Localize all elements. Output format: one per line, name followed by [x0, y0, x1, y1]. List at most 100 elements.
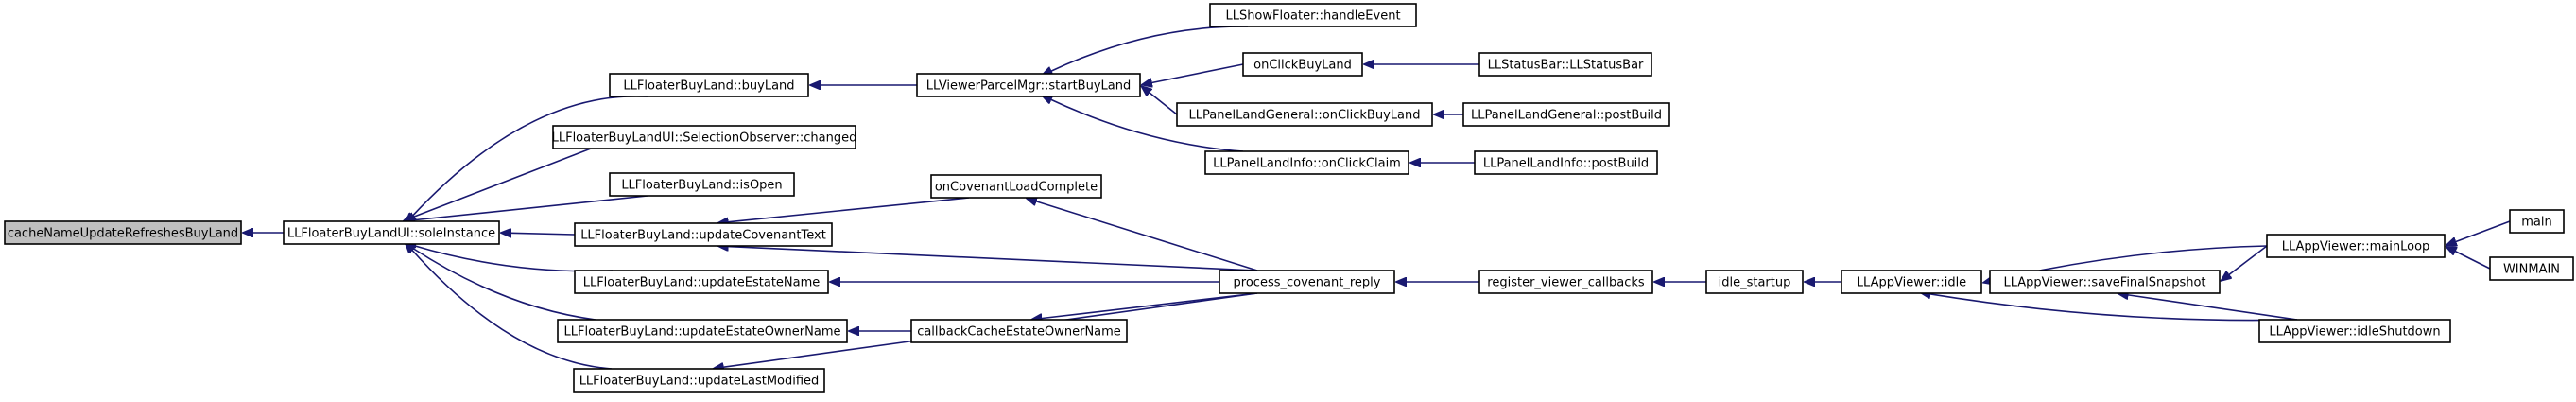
edge-selChanged-to-soleInstance — [413, 148, 592, 218]
node-idleStartup-box — [1705, 270, 1804, 294]
node-plgPostBuild-box — [1462, 102, 1670, 127]
node-showFloater[interactable]: LLShowFloater::handleEvent — [1209, 3, 1417, 27]
node-onCovLoad-box — [930, 174, 1102, 199]
node-idleShutdown-label: LLAppViewer::idleShutdown — [2269, 325, 2440, 340]
node-regCallbacks-label: register_viewer_callbacks — [1487, 276, 1645, 290]
node-main-label: main — [2521, 216, 2551, 230]
node-startBuyLand[interactable]: LLViewerParcelMgr::startBuyLand — [916, 73, 1141, 97]
node-soleInstance-label: LLFloaterBuyLandUI::soleInstance — [287, 227, 495, 241]
node-onClickBuyLand[interactable]: onClickBuyLand — [1242, 52, 1363, 77]
node-procCov[interactable]: process_covenant_reply — [1219, 270, 1395, 294]
node-idleShutdown-box — [2258, 319, 2451, 343]
node-plgOnClick-label: LLPanelLandGeneral::onClickBuyLand — [1189, 109, 1421, 123]
node-plgPostBuild-label: LLPanelLandGeneral::postBuild — [1471, 109, 1662, 123]
node-saveSnap[interactable]: LLAppViewer::saveFinalSnapshot — [1989, 270, 2221, 294]
node-mainLoop-box — [2266, 234, 2446, 258]
edge-plgOnClick-to-startBuyLand — [1149, 92, 1178, 115]
edges-layer — [252, 26, 2511, 370]
node-updEstateName[interactable]: LLFloaterBuyLand::updateEstateName — [574, 270, 829, 294]
node-plgOnClick-box — [1176, 102, 1433, 127]
node-regCallbacks-box — [1478, 270, 1653, 294]
node-statusBar-label: LLStatusBar::LLStatusBar — [1488, 59, 1644, 73]
node-winmain-box — [2489, 256, 2574, 281]
node-procCov-label: process_covenant_reply — [1234, 276, 1381, 290]
node-startBuyLand-label: LLViewerParcelMgr::startBuyLand — [926, 79, 1131, 94]
edge-updLastMod-to-soleInstance — [412, 250, 613, 370]
edge-updCovText-to-soleInstance — [510, 233, 576, 235]
node-root[interactable]: cacheNameUpdateRefreshesBuyLand — [4, 220, 242, 245]
node-idleStartup-label: idle_startup — [1719, 276, 1791, 290]
node-plgOnClick[interactable]: LLPanelLandGeneral::onClickBuyLand — [1176, 102, 1433, 127]
node-isOpen-box — [609, 172, 795, 197]
node-onCovLoad[interactable]: onCovenantLoadComplete — [930, 174, 1102, 199]
node-selChanged-label: LLFloaterBuyLandUI::SelectionObserver::c… — [552, 131, 857, 146]
node-showFloater-label: LLShowFloater::handleEvent — [1225, 9, 1400, 24]
node-appIdle-box — [1841, 270, 1982, 294]
node-soleInstance-box — [283, 220, 500, 245]
node-pliOnClick-label: LLPanelLandInfo::onClickClaim — [1213, 157, 1401, 171]
node-updEstateName-label: LLFloaterBuyLand::updateEstateName — [583, 276, 821, 290]
node-cbCacheOwner-box — [910, 319, 1128, 343]
node-pliPostBuild-box — [1474, 150, 1658, 175]
edge-onClickBuyLand-to-startBuyLand — [1151, 63, 1244, 83]
node-cbCacheOwner-label: callbackCacheEstateOwnerName — [917, 325, 1121, 340]
node-buyLand-box — [609, 73, 809, 97]
node-pliPostBuild[interactable]: LLPanelLandInfo::postBuild — [1474, 150, 1658, 175]
edge-winmain-to-mainLoop — [2455, 251, 2491, 270]
node-isOpen-label: LLFloaterBuyLand::isOpen — [621, 179, 782, 193]
edge-updEstateOwner-to-soleInstance — [413, 248, 596, 321]
node-updCovText-label: LLFloaterBuyLand::updateCovenantText — [580, 229, 826, 243]
node-mainLoop-label: LLAppViewer::mainLoop — [2282, 240, 2430, 254]
node-updLastMod-box — [573, 368, 825, 393]
node-selChanged[interactable]: LLFloaterBuyLandUI::SelectionObserver::c… — [552, 125, 857, 149]
node-showFloater-box — [1209, 3, 1417, 27]
node-updEstateOwner-label: LLFloaterBuyLand::updateEstateOwnerName — [564, 325, 841, 340]
node-appIdle-label: LLAppViewer::idle — [1857, 276, 1966, 290]
node-buyLand-label: LLFloaterBuyLand::buyLand — [623, 79, 794, 94]
node-regCallbacks[interactable]: register_viewer_callbacks — [1478, 270, 1653, 294]
node-pliPostBuild-label: LLPanelLandInfo::postBuild — [1483, 157, 1649, 171]
node-updCovText[interactable]: LLFloaterBuyLand::updateCovenantText — [574, 222, 833, 247]
node-main-box — [2509, 209, 2565, 234]
node-buyLand[interactable]: LLFloaterBuyLand::buyLand — [609, 73, 809, 97]
node-onClickBuyLand-box — [1242, 52, 1363, 77]
node-saveSnap-box — [1989, 270, 2221, 294]
node-updLastMod[interactable]: LLFloaterBuyLand::updateLastModified — [573, 368, 825, 393]
node-pliOnClick[interactable]: LLPanelLandInfo::onClickClaim — [1204, 150, 1409, 175]
node-updEstateOwner[interactable]: LLFloaterBuyLand::updateEstateOwnerName — [557, 319, 848, 343]
node-winmain[interactable]: WINMAIN — [2489, 256, 2574, 281]
node-saveSnap-label: LLAppViewer::saveFinalSnapshot — [2003, 276, 2205, 290]
node-startBuyLand-box — [916, 73, 1141, 97]
node-winmain-label: WINMAIN — [2503, 263, 2560, 277]
edge-idleShutdown-to-saveSnap — [2128, 295, 2298, 321]
node-pliOnClick-box — [1204, 150, 1409, 175]
edge-onCovLoad-to-updCovText — [728, 197, 970, 222]
edge-procCov-to-updCovText — [728, 247, 1258, 271]
node-main[interactable]: main — [2509, 209, 2565, 234]
node-isOpen[interactable]: LLFloaterBuyLand::isOpen — [609, 172, 795, 197]
node-statusBar[interactable]: LLStatusBar::LLStatusBar — [1478, 52, 1652, 77]
node-idleStartup[interactable]: idle_startup — [1705, 270, 1804, 294]
node-soleInstance[interactable]: LLFloaterBuyLandUI::soleInstance — [283, 220, 500, 245]
edge-buyLand-to-soleInstance — [412, 95, 648, 217]
node-updCovText-box — [574, 222, 833, 247]
node-appIdle[interactable]: LLAppViewer::idle — [1841, 270, 1982, 294]
node-onClickBuyLand-label: onClickBuyLand — [1253, 59, 1352, 73]
edge-main-to-mainLoop — [2455, 220, 2511, 242]
node-procCov-box — [1219, 270, 1395, 294]
edge-mainLoop-to-saveSnap — [2229, 245, 2268, 275]
node-root-label: cacheNameUpdateRefreshesBuyLand — [8, 227, 238, 241]
node-selChanged-box — [552, 125, 856, 149]
node-statusBar-box — [1478, 52, 1652, 77]
node-cbCacheOwner[interactable]: callbackCacheEstateOwnerName — [910, 319, 1128, 343]
node-idleShutdown[interactable]: LLAppViewer::idleShutdown — [2258, 319, 2451, 343]
node-mainLoop[interactable]: LLAppViewer::mainLoop — [2266, 234, 2446, 258]
node-root-box — [4, 220, 242, 245]
node-onCovLoad-label: onCovenantLoadComplete — [935, 181, 1098, 195]
edge-procCov-to-onCovLoad — [1035, 201, 1258, 271]
node-updEstateOwner-box — [557, 319, 848, 343]
edge-procCov-to-cbCacheOwner — [1041, 292, 1258, 319]
edge-showFloater-to-startBuyLand — [1051, 26, 1249, 71]
node-plgPostBuild[interactable]: LLPanelLandGeneral::postBuild — [1462, 102, 1670, 127]
